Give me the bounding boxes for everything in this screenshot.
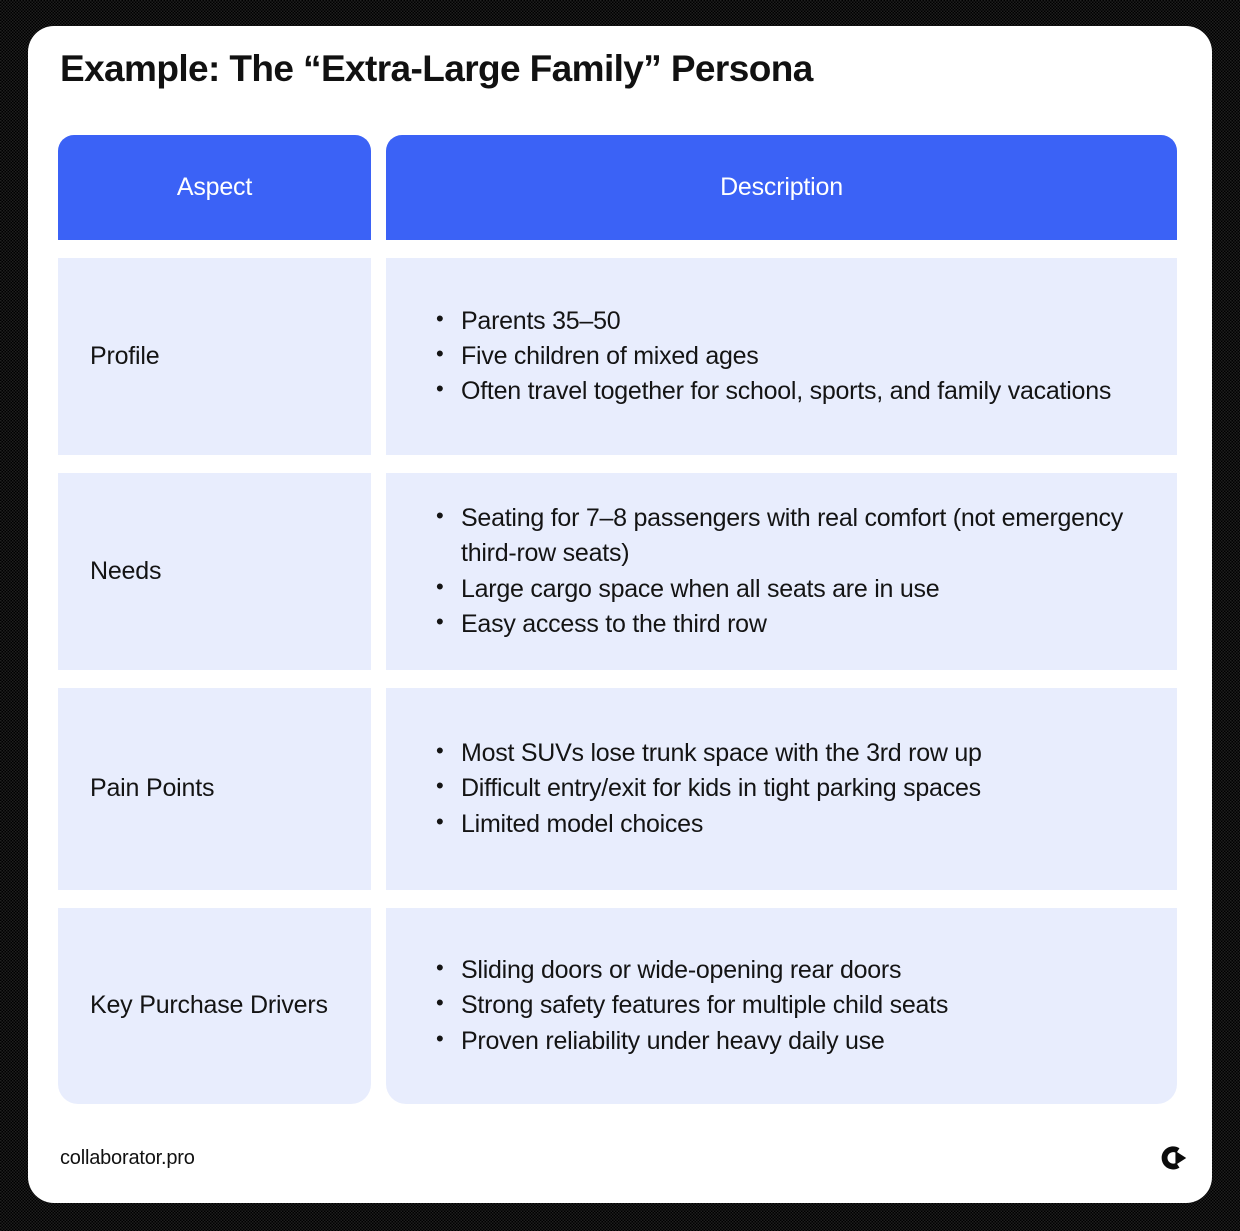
list-item: Difficult entry/exit for kids in tight p… [432,770,1151,806]
row-description-key-purchase-drivers: Sliding doors or wide-opening rear doors… [386,908,1177,1104]
row-description-pain-points: Most SUVs lose trunk space with the 3rd … [386,688,1177,890]
footer-url: collaborator.pro [60,1146,195,1169]
content-card: Example: The “Extra-Large Family” Person… [28,26,1212,1203]
row-label-key-purchase-drivers: Key Purchase Drivers [58,908,371,1104]
list-item: Large cargo space when all seats are in … [432,570,1151,607]
list-item: Strong safety features for multiple chil… [432,987,1151,1023]
persona-table: Aspect Description Profile Parents 35–50… [58,135,1177,1104]
list-item: Often travel together for school, sports… [432,373,1151,409]
bullet-list: Seating for 7–8 passengers with real com… [432,500,1151,642]
footer: collaborator.pro [60,1138,1188,1178]
list-item: Sliding doors or wide-opening rear doors [432,952,1151,988]
column-header-description: Description [386,135,1177,240]
table-row: Needs Seating for 7–8 passengers with re… [58,473,1177,670]
list-item: Seating for 7–8 passengers with real com… [432,500,1151,572]
list-item: Proven reliability under heavy daily use [432,1023,1151,1059]
page-title: Example: The “Extra-Large Family” Person… [60,48,813,89]
collaborator-logo-icon [1158,1143,1188,1173]
row-description-profile: Parents 35–50 Five children of mixed age… [386,258,1177,455]
table-row: Key Purchase Drivers Sliding doors or wi… [58,908,1177,1104]
list-item: Limited model choices [432,806,1151,842]
row-label-needs: Needs [58,473,371,670]
table-row: Pain Points Most SUVs lose trunk space w… [58,688,1177,890]
list-item: Five children of mixed ages [432,338,1151,374]
bullet-list: Parents 35–50 Five children of mixed age… [432,303,1151,410]
row-label-pain-points: Pain Points [58,688,371,890]
list-item: Easy access to the third row [432,606,1151,642]
row-description-needs: Seating for 7–8 passengers with real com… [386,473,1177,670]
list-item: Most SUVs lose trunk space with the 3rd … [432,735,1151,771]
table-header-row: Aspect Description [58,135,1177,240]
column-header-aspect: Aspect [58,135,371,240]
table-row: Profile Parents 35–50 Five children of m… [58,258,1177,455]
bullet-list: Sliding doors or wide-opening rear doors… [432,952,1151,1059]
row-label-profile: Profile [58,258,371,455]
list-item: Parents 35–50 [432,303,1151,339]
bullet-list: Most SUVs lose trunk space with the 3rd … [432,735,1151,842]
